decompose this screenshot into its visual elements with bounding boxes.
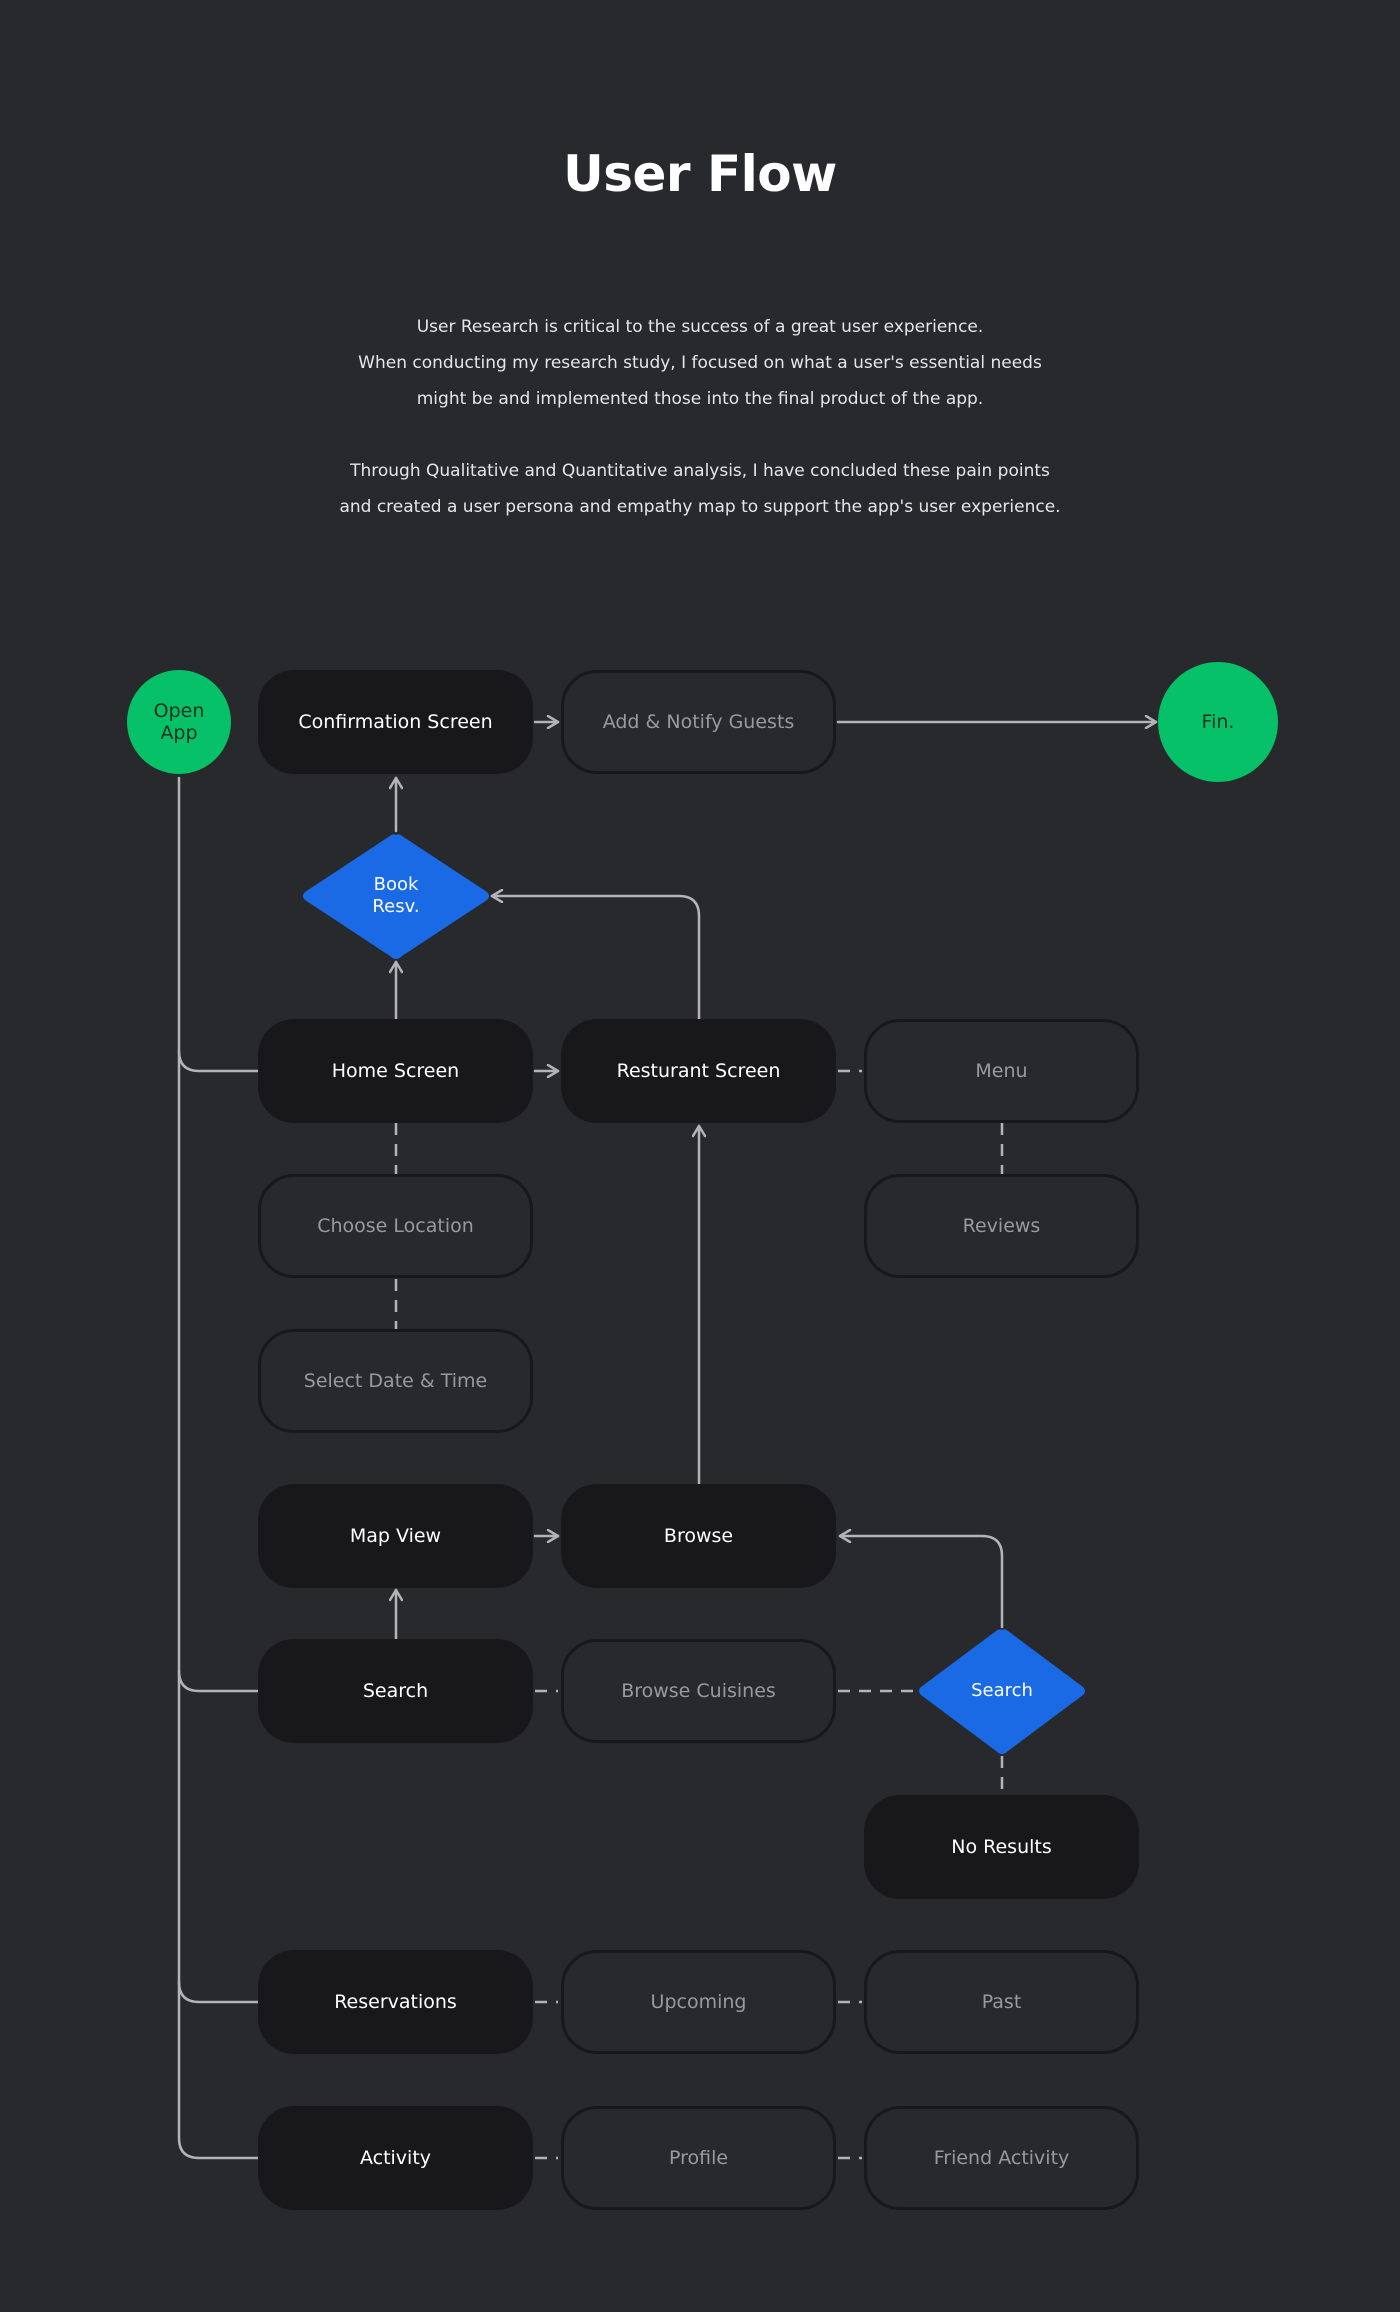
intro-line: When conducting my research study, I foc… (358, 353, 1042, 373)
confirmation-screen-node: Confirmation Screen (258, 670, 533, 774)
node-label: Browse (663, 1525, 734, 1547)
fin-label: Fin. (1201, 711, 1235, 733)
node-label: Home Screen (331, 1060, 460, 1082)
node-label: Reservations (334, 1991, 457, 2013)
open-app-label: Open App (153, 700, 205, 744)
select-date-time-node: Select Date & Time (258, 1329, 533, 1433)
node-label: Menu (975, 1060, 1028, 1082)
node-label: Activity (359, 2147, 432, 2169)
profile-node: Profile (561, 2106, 836, 2210)
arrow-searchdecision-to-browse (838, 1536, 1004, 1629)
reservations-node: Reservations (258, 1950, 533, 2054)
search-node: Search (258, 1639, 533, 1743)
past-node: Past (864, 1950, 1139, 2054)
restaurant-screen-node: Resturant Screen (561, 1019, 836, 1123)
activity-node: Activity (258, 2106, 533, 2210)
intro-line: and created a user persona and empathy m… (339, 497, 1061, 517)
browse-cuisines-node: Browse Cuisines (561, 1639, 836, 1743)
branch-home (177, 1049, 260, 1073)
map-view-node: Map View (258, 1484, 533, 1588)
node-label: Confirmation Screen (298, 711, 493, 733)
fin-terminal: Fin. (1158, 662, 1278, 782)
intro-paragraph-2: Through Qualitative and Quantitative ana… (300, 453, 1100, 525)
node-label: Resturant Screen (616, 1060, 781, 1082)
node-label: Upcoming (650, 1991, 747, 2013)
node-label: Add & Notify Guests (602, 711, 795, 733)
intro-line: User Research is critical to the success… (416, 317, 984, 337)
open-app-terminal: Open App (127, 670, 231, 774)
node-label: No Results (951, 1836, 1052, 1858)
node-label: Past (981, 1991, 1022, 2013)
book-resv-label: Book Resv. (372, 874, 420, 917)
search-decision-label: Search (971, 1680, 1033, 1701)
arrow-restaurant-to-book (490, 896, 701, 1021)
browse-node: Browse (561, 1484, 836, 1588)
no-results-node: No Results (864, 1795, 1139, 1899)
node-label: Friend Activity (933, 2147, 1070, 2169)
upcoming-node: Upcoming (561, 1950, 836, 2054)
node-label: Profile (668, 2147, 729, 2169)
node-label: Select Date & Time (303, 1370, 488, 1392)
intro-line: might be and implemented those into the … (416, 389, 984, 409)
friend-activity-node: Friend Activity (864, 2106, 1139, 2210)
intro-paragraph-1: User Research is critical to the success… (300, 309, 1100, 417)
trunk-line (177, 776, 260, 2160)
page-title: User Flow (563, 145, 837, 203)
branch-reservations (177, 1980, 260, 2004)
node-label: Map View (349, 1525, 442, 1547)
search-decision: Search (917, 1627, 1087, 1755)
home-screen-node: Home Screen (258, 1019, 533, 1123)
intro-line: Through Qualitative and Quantitative ana… (350, 461, 1050, 481)
node-label: Browse Cuisines (621, 1680, 776, 1702)
branch-search (177, 1669, 260, 1693)
book-resv-decision: Book Resv. (301, 832, 491, 960)
reviews-node: Reviews (864, 1174, 1139, 1278)
node-label: Reviews (962, 1215, 1041, 1237)
menu-node: Menu (864, 1019, 1139, 1123)
node-label: Choose Location (317, 1215, 474, 1237)
node-label: Search (362, 1680, 429, 1702)
add-notify-guests-node: Add & Notify Guests (561, 670, 836, 774)
choose-location-node: Choose Location (258, 1174, 533, 1278)
